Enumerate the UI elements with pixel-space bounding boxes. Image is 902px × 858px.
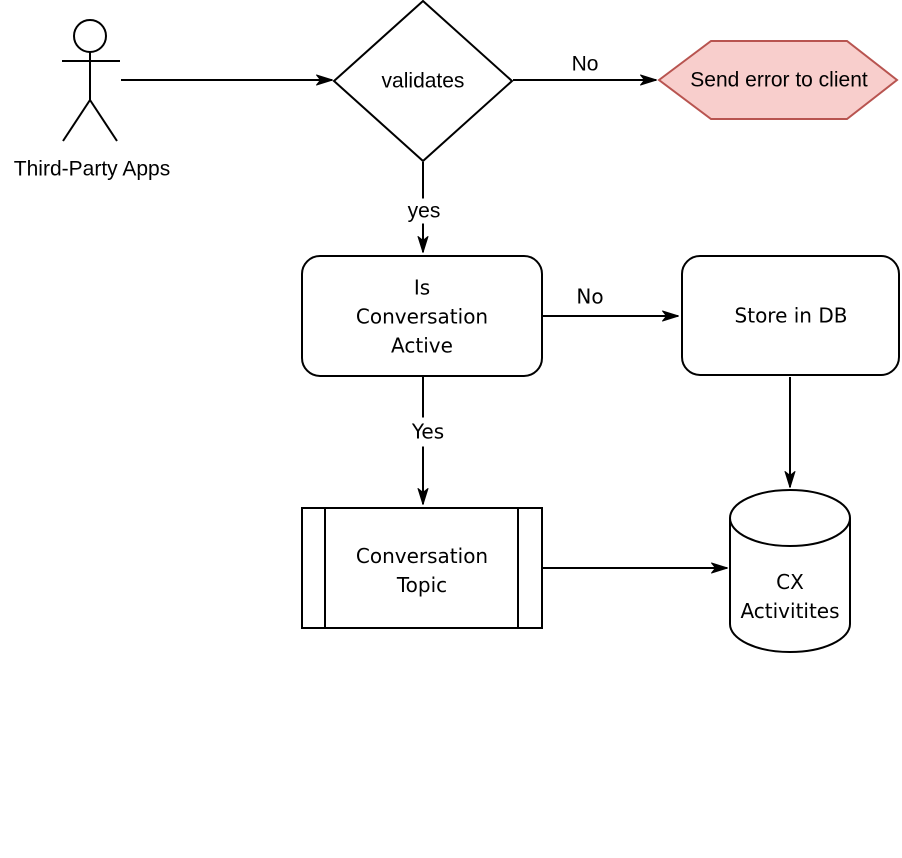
actor-leg-left — [62, 99, 91, 142]
decision-validates-shape — [332, 0, 514, 163]
database-top — [729, 489, 851, 547]
actor-figure — [62, 19, 120, 142]
predefined-process-conversation-topic-shape — [301, 507, 543, 629]
process-is-conversation-active-shape — [301, 255, 543, 377]
process-store-in-db-shape — [681, 255, 900, 376]
actor-head — [73, 19, 107, 53]
database-body — [729, 518, 851, 653]
database-cx-activities-shape — [729, 489, 851, 653]
actor-leg-right — [89, 99, 118, 142]
hexagon-send-error-shape — [657, 40, 899, 120]
